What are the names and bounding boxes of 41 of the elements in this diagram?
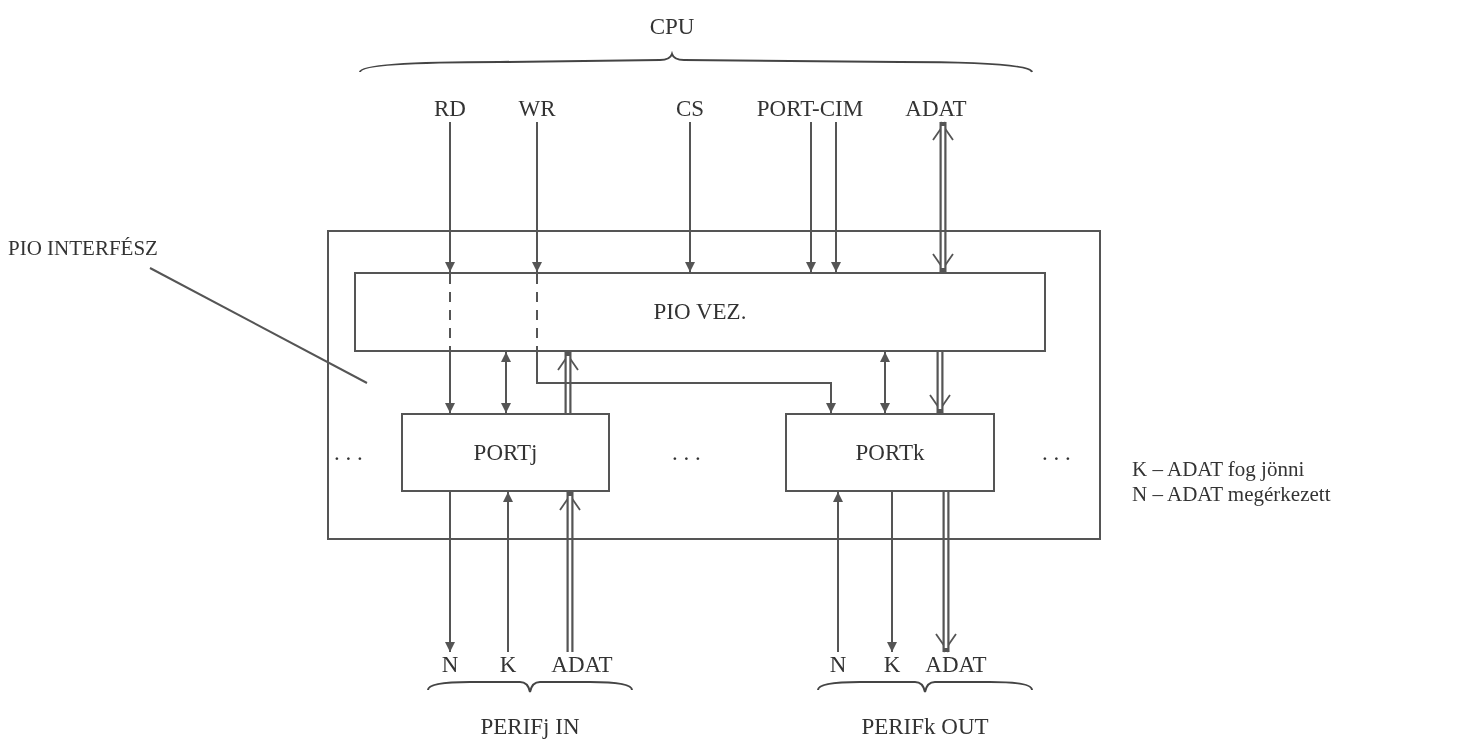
signal-label: PIO INTERFÉSZ — [8, 237, 158, 261]
signal-label: ADAT — [925, 652, 987, 678]
signal-label: ADAT — [551, 652, 613, 678]
arrow — [887, 491, 897, 653]
block-box — [354, 272, 1046, 352]
group-label: PERIFk OUT — [861, 714, 989, 740]
ellipsis-label: . . . — [1042, 440, 1071, 466]
signal-label: N — [441, 652, 459, 678]
block-title: PORTk — [855, 439, 925, 466]
block-box — [401, 413, 610, 492]
legend-note: K – ADAT fog jönni — [1132, 458, 1305, 482]
block-title: PIO VEZ. — [653, 299, 747, 325]
group-label: PERIFj IN — [480, 714, 580, 740]
arrow — [880, 351, 890, 414]
signal-label: CS — [675, 96, 705, 122]
arrow — [445, 121, 455, 273]
signal-label: K — [499, 652, 517, 678]
arrow — [501, 351, 511, 414]
ellipsis-label: . . . — [334, 440, 363, 466]
signal-label: PORT-CIM — [756, 96, 864, 122]
arrow — [806, 121, 816, 273]
arrow — [536, 351, 836, 414]
block-title: PORTj — [473, 439, 538, 466]
frame-box — [327, 230, 1101, 540]
leader-line — [149, 267, 368, 384]
arrow — [831, 121, 841, 273]
signal-label: ADAT — [905, 96, 967, 122]
arrow — [833, 491, 843, 653]
signal-label: RD — [434, 96, 466, 122]
legend-note: N – ADAT megérkezett — [1132, 483, 1331, 507]
signal-label: N — [829, 652, 847, 678]
signal-label: K — [883, 652, 901, 678]
arrow — [503, 491, 513, 653]
arrow — [445, 491, 455, 653]
arrow — [685, 121, 695, 273]
group-label: CPU — [649, 14, 695, 40]
arrow — [445, 351, 455, 414]
block-box — [785, 413, 995, 492]
signal-label: WR — [518, 96, 556, 122]
ellipsis-label: . . . — [672, 440, 701, 466]
arrow — [532, 121, 542, 273]
